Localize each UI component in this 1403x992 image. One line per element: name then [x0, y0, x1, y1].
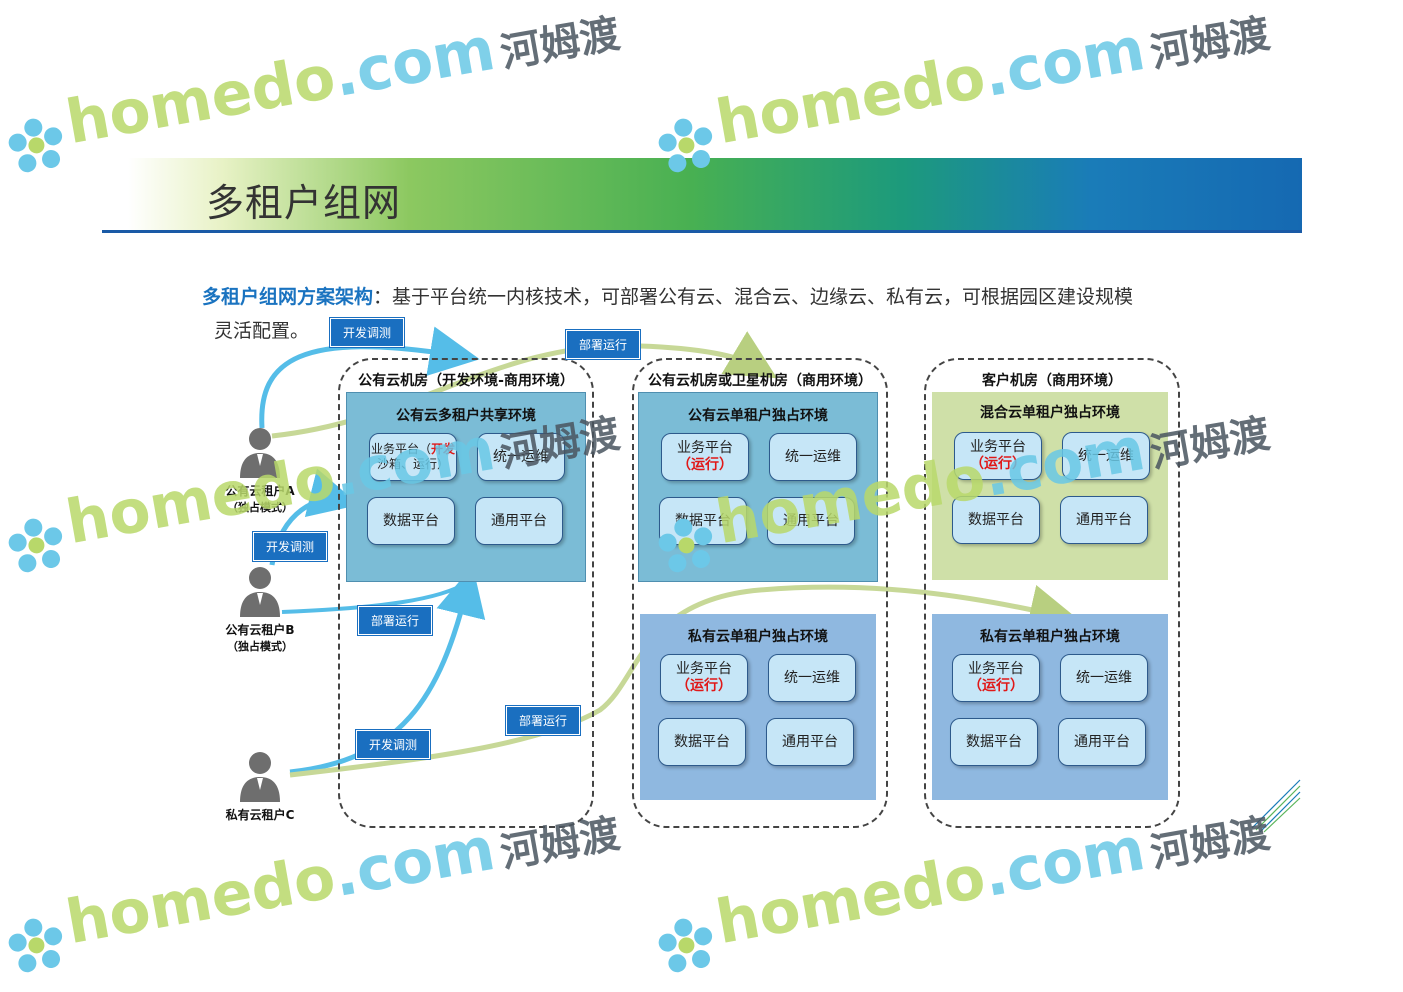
dev-arrow-c — [289, 565, 486, 775]
dev-debug-tag: 开发调测 — [356, 730, 431, 759]
ops-platform: 统一运维 — [477, 433, 565, 481]
dev-debug-tag: 开发调测 — [253, 532, 328, 561]
dev-arrow-a — [259, 326, 480, 429]
common-platform: 通用平台 — [767, 497, 855, 545]
deploy-run-tag: 部署运行 — [506, 706, 581, 735]
ops-platform: 统一运维 — [768, 654, 856, 702]
module-label: 业务平台 — [677, 440, 733, 456]
room-public-or-satellite: 公有云机房或卫星机房（商用环境） — [632, 358, 888, 828]
ops-platform: 统一运维 — [1062, 432, 1150, 480]
room-title: 客户机房（商用环境） — [982, 373, 1122, 389]
title-underline — [102, 230, 1302, 233]
ops-platform: 统一运维 — [769, 433, 857, 481]
module-label: 业务平台（ — [370, 442, 431, 456]
common-platform: 通用平台 — [766, 718, 854, 766]
env-title: 私有云单租户独占环境 — [688, 629, 828, 645]
data-platform: 数据平台 — [658, 718, 746, 766]
business-platform: 业务平台 （运行） — [660, 654, 748, 702]
intro-paragraph: 多租户组网方案架构：基于平台统一内核技术，可部署公有云、混合云、边缘云、私有云，… — [202, 280, 1202, 348]
deploy-run-tag: 部署运行 — [358, 606, 433, 635]
env-title: 公有云多租户共享环境 — [396, 408, 536, 424]
room-title: 公有云机房（开发环境-商用环境） — [358, 373, 574, 389]
env-private-dedicated-2: 私有云单租户独占环境 业务平台 （运行） 统一运维 数据平台 通用平台 — [932, 614, 1168, 800]
person-icon — [240, 752, 280, 802]
room-title: 公有云机房或卫星机房（商用环境） — [648, 373, 872, 389]
business-platform: 业务平台（开发 沙箱、运行） — [369, 433, 457, 481]
env-title: 私有云单租户独占环境 — [980, 629, 1120, 645]
room-customer: 客户机房（商用环境） — [924, 358, 1180, 828]
module-label: 业务平台 — [968, 661, 1024, 677]
module-highlight: （运行） — [676, 678, 732, 694]
intro-text-2: 灵活配置。 — [214, 320, 310, 342]
tenant-b: 公有云租户B （独占模式） — [200, 565, 320, 654]
tenant-mode: （独占模式） — [227, 640, 293, 653]
title-banner — [128, 158, 1302, 230]
tenant-name: 公有云租户B — [225, 623, 295, 637]
data-platform: 数据平台 — [659, 497, 747, 545]
business-platform: 业务平台 （运行） — [661, 433, 749, 481]
tenant-c: 私有云租户C — [200, 750, 320, 823]
module-highlight: 开发 — [431, 442, 456, 456]
module-label: 业务平台 — [970, 439, 1026, 455]
env-public-dedicated: 公有云单租户独占环境 业务平台 （运行） 统一运维 数据平台 通用平台 — [638, 392, 878, 582]
dev-debug-tag: 开发调测 — [330, 318, 405, 347]
person-icon — [240, 428, 280, 478]
ops-platform: 统一运维 — [1060, 654, 1148, 702]
env-title: 公有云单租户独占环境 — [688, 408, 828, 424]
module-label: 沙箱、运行） — [376, 457, 449, 471]
env-public-shared: 公有云多租户共享环境 业务平台（开发 沙箱、运行） 统一运维 数据平台 通用平台 — [346, 392, 586, 582]
env-hybrid-dedicated: 混合云单租户独占环境 业务平台 （运行） 统一运维 数据平台 通用平台 — [932, 392, 1168, 580]
env-title: 混合云单租户独占环境 — [980, 405, 1120, 421]
module-highlight: （运行） — [970, 456, 1026, 472]
page-title: 多租户组网 — [206, 181, 402, 225]
business-platform: 业务平台 （运行） — [954, 432, 1042, 480]
tenant-name: 公有云租户A — [225, 484, 295, 498]
data-platform: 数据平台 — [367, 497, 455, 545]
env-private-dedicated-1: 私有云单租户独占环境 业务平台 （运行） 统一运维 数据平台 通用平台 — [640, 614, 876, 800]
intro-lead: 多租户组网方案架构 — [202, 286, 374, 308]
tenant-a: 公有云租户A （独占模式） — [200, 426, 320, 515]
module-highlight: （运行） — [677, 457, 733, 473]
data-platform: 数据平台 — [952, 496, 1040, 544]
business-platform: 业务平台 （运行） — [952, 654, 1040, 702]
common-platform: 通用平台 — [475, 497, 563, 545]
common-platform: 通用平台 — [1058, 718, 1146, 766]
intro-text: ：基于平台统一内核技术，可部署公有云、混合云、边缘云、私有云，可根据园区建设规模 — [373, 286, 1134, 308]
module-highlight: （运行） — [968, 678, 1024, 694]
tenant-mode: （独占模式） — [227, 501, 293, 514]
dev-arrow-b2 — [281, 580, 470, 614]
tenant-name: 私有云租户C — [225, 808, 295, 822]
room-public-cloud: 公有云机房（开发环境-商用环境） — [338, 358, 594, 828]
module-label: 业务平台 — [676, 661, 732, 677]
common-platform: 通用平台 — [1060, 496, 1148, 544]
person-icon — [240, 567, 280, 617]
data-platform: 数据平台 — [950, 718, 1038, 766]
deploy-run-tag: 部署运行 — [566, 330, 641, 359]
